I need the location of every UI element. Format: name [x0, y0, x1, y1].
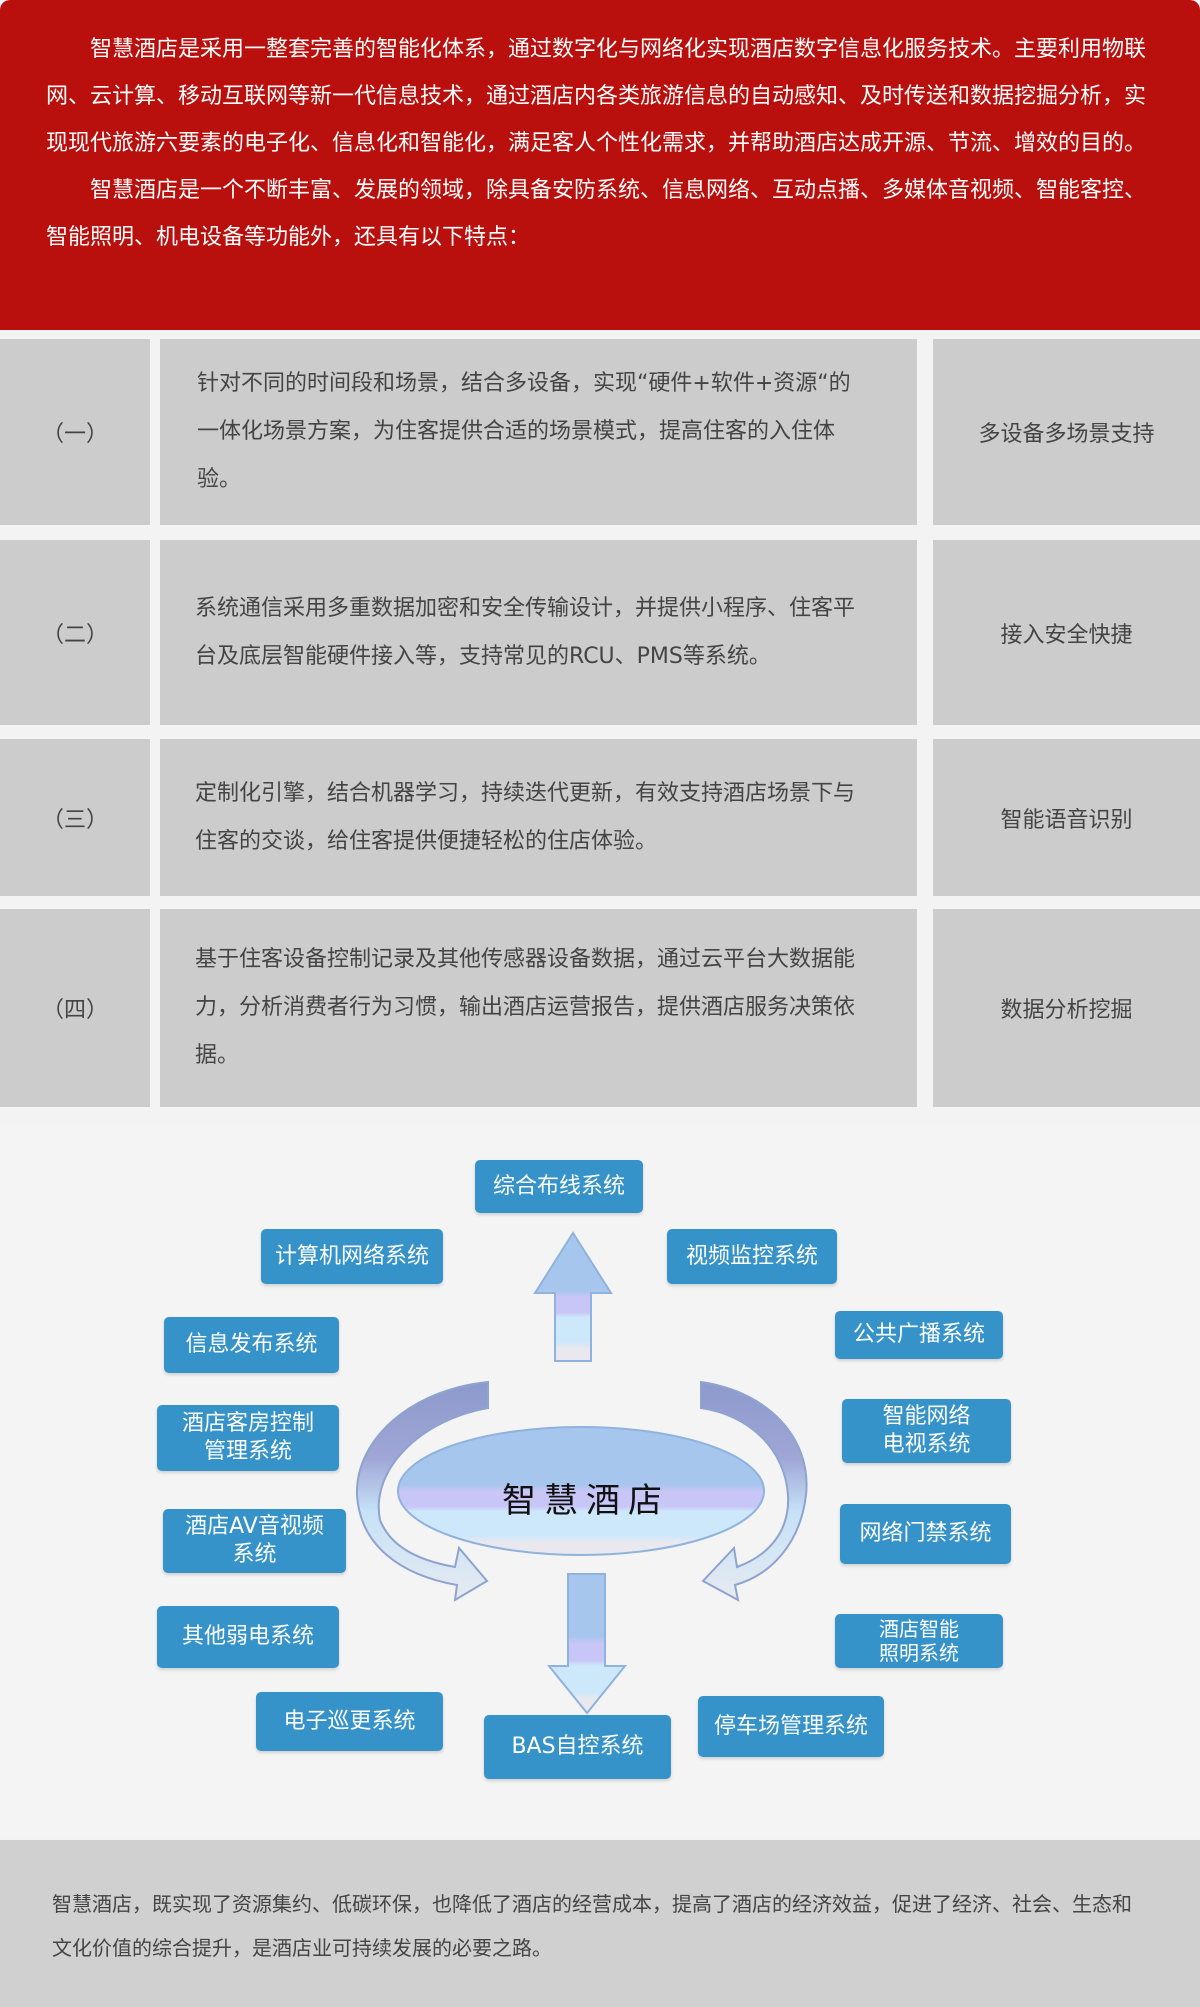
feature-description: 基于住客设备控制记录及其他传感器设备数据，通过云平台大数据能力，分析消费者行为习… — [160, 909, 917, 1107]
feature-title: 多设备多场景支持 — [933, 339, 1200, 525]
center-ellipse — [397, 1426, 765, 1556]
feature-index: （二） — [0, 540, 150, 725]
system-box: 公共广播系统 — [835, 1311, 1003, 1359]
system-box: 智能网络电视系统 — [842, 1399, 1011, 1463]
feature-index: （一） — [0, 339, 150, 525]
system-box: 酒店客房控制管理系统 — [157, 1405, 339, 1471]
footer-text: 智慧酒店，既实现了资源集约、低碳环保，也降低了酒店的经营成本，提高了酒店的经济效… — [52, 1892, 1132, 1960]
curved-arrow-right-icon — [700, 1380, 808, 1602]
feature-description: 系统通信采用多重数据加密和安全传输设计，并提供小程序、住客平台及底层智能硬件接入… — [160, 540, 917, 725]
intro-paragraph: 智慧酒店是一个不断丰富、发展的领域，除具备安防系统、信息网络、互动点播、多媒体音… — [46, 178, 1147, 250]
feature-index: （三） — [0, 739, 150, 896]
feature-row: （一） 针对不同的时间段和场景，结合多设备，实现“硬件+软件+资源“的一体化场景… — [0, 339, 1200, 525]
system-box: 其他弱电系统 — [157, 1606, 339, 1668]
system-box: 信息发布系统 — [164, 1317, 339, 1373]
curved-arrow-left-icon — [355, 1380, 489, 1602]
intro-paragraph: 智慧酒店是采用一整套完善的智能化体系，通过数字化与网络化实现酒店数字信息化服务技… — [46, 37, 1147, 156]
feature-title: 智能语音识别 — [933, 739, 1200, 896]
intro-section: 智慧酒店是采用一整套完善的智能化体系，通过数字化与网络化实现酒店数字信息化服务技… — [0, 0, 1200, 330]
feature-row: （三） 定制化引擎，结合机器学习，持续迭代更新，有效支持酒店场景下与住客的交谈，… — [0, 739, 1200, 896]
feature-description: 定制化引擎，结合机器学习，持续迭代更新，有效支持酒店场景下与住客的交谈，给住客提… — [160, 739, 917, 896]
system-box: 停车场管理系统 — [698, 1696, 884, 1757]
system-box: 酒店AV音视频系统 — [163, 1509, 346, 1573]
feature-row: （二） 系统通信采用多重数据加密和安全传输设计，并提供小程序、住客平台及底层智能… — [0, 540, 1200, 725]
footer-summary: 智慧酒店，既实现了资源集约、低碳环保，也降低了酒店的经营成本，提高了酒店的经济效… — [0, 1840, 1200, 2007]
center-label: 智慧酒店 — [502, 1481, 670, 1521]
arrow-down-icon — [546, 1573, 628, 1715]
system-box: 视频监控系统 — [667, 1229, 837, 1284]
system-box: 酒店智能照明系统 — [835, 1614, 1003, 1668]
feature-title: 数据分析挖掘 — [933, 909, 1200, 1107]
feature-index: （四） — [0, 909, 150, 1107]
feature-title: 接入安全快捷 — [933, 540, 1200, 725]
system-box: 电子巡更系统 — [256, 1692, 443, 1751]
feature-description: 针对不同的时间段和场景，结合多设备，实现“硬件+软件+资源“的一体化场景方案，为… — [160, 339, 917, 525]
system-box: 计算机网络系统 — [261, 1229, 443, 1284]
arrow-up-icon — [533, 1231, 613, 1362]
system-box: 综合布线系统 — [475, 1160, 643, 1213]
system-box: BAS自控系统 — [484, 1715, 671, 1779]
system-box: 网络门禁系统 — [840, 1504, 1011, 1564]
feature-row: （四） 基于住客设备控制记录及其他传感器设备数据，通过云平台大数据能力，分析消费… — [0, 909, 1200, 1107]
